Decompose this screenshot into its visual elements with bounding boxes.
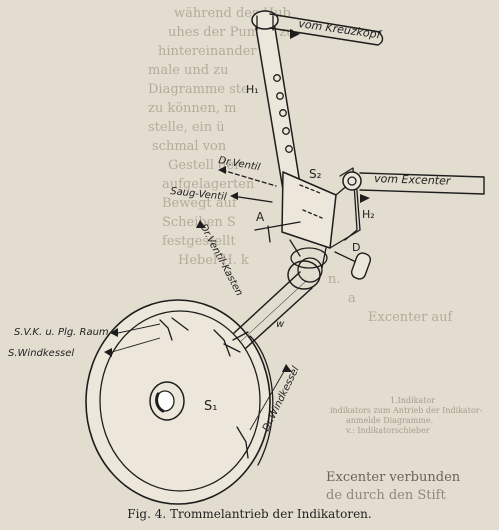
leader-dr-windkessel bbox=[249, 367, 287, 431]
label-h1: H₁ bbox=[246, 83, 259, 96]
label-dr-ventil-kasten: Dr.Ventil-Kasten bbox=[197, 222, 244, 298]
lever-assembly-arm bbox=[339, 167, 358, 241]
drum-cord bbox=[236, 426, 249, 459]
lever-lower-hub-ring bbox=[290, 247, 328, 269]
background-caption-line: 1.Indikator bbox=[390, 396, 436, 405]
drum-cord bbox=[213, 329, 231, 357]
background-line: male und zu bbox=[148, 63, 229, 78]
background-caption: 1.Indikator indikators zum Antrieb der I… bbox=[330, 396, 499, 436]
arrow-svk bbox=[110, 328, 118, 337]
background-line: Bewegt auf bbox=[162, 196, 237, 211]
lever-h1-hole bbox=[282, 127, 290, 135]
arrow-windkessel bbox=[104, 348, 112, 357]
background-bottom-line: Excenter verbunden bbox=[326, 470, 461, 485]
handle-d-grip bbox=[350, 252, 372, 280]
drum-cord bbox=[171, 317, 189, 331]
arrow-dr-ventil bbox=[218, 166, 226, 174]
lever-assembly-body bbox=[281, 171, 337, 249]
leader-svk bbox=[117, 323, 161, 334]
label-d: D bbox=[352, 241, 360, 254]
background-line: Excenter auf bbox=[368, 310, 453, 325]
background-caption-line: anmelde Diagramme. bbox=[346, 416, 434, 425]
label-h2: H₂ bbox=[362, 208, 375, 221]
lever-h1-hole bbox=[285, 145, 293, 153]
background-text-column: während des Hub uhes der Pumpe zu hinter… bbox=[148, 4, 499, 327]
label-vom-kreuzkopf: vom Kreuzkopf bbox=[298, 17, 384, 42]
eccentric-pivot bbox=[342, 171, 362, 191]
background-line: aufgelagerten bbox=[162, 177, 255, 192]
shaft-w-shade bbox=[239, 280, 307, 343]
background-caption-line: indikators zum Antrieb der Indikator- bbox=[330, 406, 483, 415]
arrow-vom-kreuzkopf bbox=[290, 29, 300, 39]
background-caption-line: v.: Indikatorschieber bbox=[346, 426, 430, 435]
label-svk: S.V.K. u. Plg. Raum bbox=[14, 327, 109, 338]
background-line: Diagramme ste bbox=[148, 82, 249, 97]
cord-a bbox=[254, 221, 301, 231]
cord-dr-ventil bbox=[221, 169, 277, 187]
lever-h1-hole bbox=[276, 92, 284, 100]
top-pivot bbox=[251, 10, 279, 30]
drum-side-edge bbox=[249, 335, 274, 466]
drum-cord bbox=[223, 343, 241, 353]
arrow-dr-ventil-kasten bbox=[196, 220, 206, 228]
shaft-bearing-ring bbox=[297, 257, 323, 283]
background-line: stelle, ein ü bbox=[148, 120, 225, 135]
background-line: Hebel H. k bbox=[178, 253, 249, 268]
arrow-vom-excenter bbox=[360, 194, 370, 203]
leader-windkessel bbox=[111, 337, 161, 353]
background-line: hintereinander ü bbox=[158, 44, 270, 59]
label-w: w bbox=[276, 319, 285, 330]
lever-h1-hole bbox=[279, 109, 287, 117]
drum-hub-shadow bbox=[155, 392, 165, 413]
label-windkessel: S.Windkessel bbox=[8, 348, 74, 359]
drum-cord bbox=[232, 331, 249, 341]
shaft-bearing bbox=[287, 260, 321, 290]
cord-saug-ventil bbox=[231, 195, 273, 203]
arrow-saug-ventil bbox=[230, 192, 238, 200]
drum-hub-outer bbox=[149, 381, 185, 421]
drum-inner-rim bbox=[99, 310, 261, 492]
drum-outer-rim bbox=[85, 299, 271, 505]
lever-assembly-inner bbox=[299, 184, 323, 219]
background-line: a bbox=[348, 291, 356, 306]
lever-h1-hole bbox=[273, 74, 281, 82]
background-bottom-line: de durch den Stift bbox=[326, 488, 446, 503]
background-line: festgestellt bbox=[162, 234, 236, 249]
label-saug-ventil: Saug-Ventil bbox=[170, 186, 228, 203]
crosshead-rod bbox=[269, 13, 384, 46]
figure-caption: Fig. 4. Trommelantrieb der Indikatoren. bbox=[127, 507, 372, 521]
top-pivot-pin bbox=[256, 15, 274, 31]
eccentric-rod bbox=[359, 172, 485, 195]
background-line: schmal von bbox=[152, 139, 227, 154]
cord-a-tick bbox=[267, 225, 271, 243]
label-a: A bbox=[256, 210, 265, 224]
label-vom-excenter: vom Excenter bbox=[374, 172, 452, 188]
label-s1: S₁ bbox=[204, 399, 217, 414]
eccentric-pivot-pin bbox=[347, 176, 357, 186]
background-line: n. bbox=[328, 272, 341, 287]
shaft-w bbox=[233, 271, 313, 349]
drum-cord bbox=[159, 319, 173, 341]
label-s2: S₂ bbox=[309, 167, 322, 181]
background-line: zu können, m bbox=[148, 101, 237, 116]
handle-d-stem bbox=[334, 251, 357, 263]
